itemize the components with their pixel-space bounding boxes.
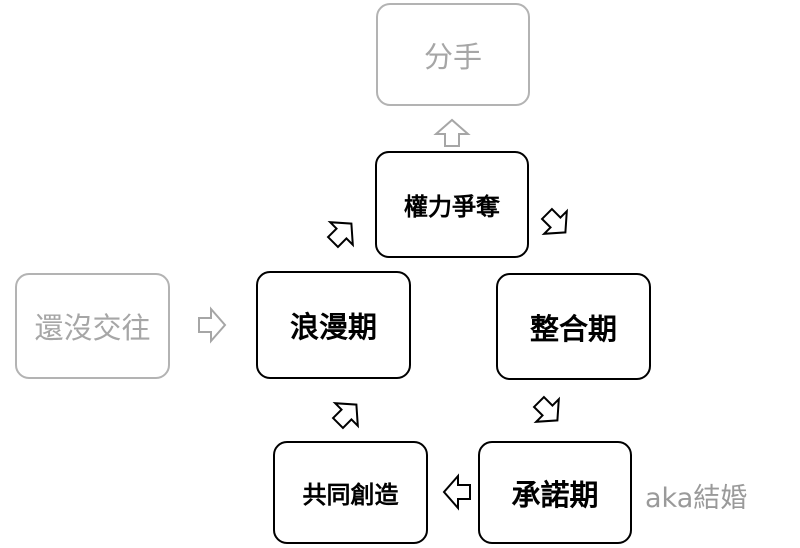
hollow-arrow-icon: [443, 475, 471, 509]
node-co-creation: 共同創造: [273, 441, 428, 544]
caption-aka-marriage: aka結婚: [645, 483, 748, 514]
hollow-arrow-icon: [526, 389, 570, 433]
node-breakup: 分手: [376, 3, 530, 106]
node-not-dating-label: 還沒交往: [34, 311, 151, 345]
node-power-struggle: 權力爭奪: [375, 151, 529, 258]
node-breakup-label: 分手: [423, 39, 482, 74]
node-romance: 浪漫期: [256, 271, 411, 379]
node-power-struggle-label: 權力爭奪: [404, 193, 500, 221]
node-commitment-label: 承諾期: [511, 477, 599, 512]
hollow-arrow-icon: [325, 392, 369, 436]
node-integration: 整合期: [496, 273, 651, 380]
node-integration-label: 整合期: [529, 311, 617, 346]
hollow-arrow-icon: [534, 201, 578, 245]
node-commitment: 承諾期: [478, 441, 632, 544]
node-co-creation-label: 共同創造: [302, 481, 399, 509]
hollow-arrow-icon: [320, 211, 364, 255]
node-not-dating: 還沒交往: [15, 273, 170, 379]
node-romance-label: 浪漫期: [289, 310, 377, 344]
hollow-arrow-icon: [198, 308, 226, 342]
hollow-arrow-icon: [435, 119, 469, 147]
